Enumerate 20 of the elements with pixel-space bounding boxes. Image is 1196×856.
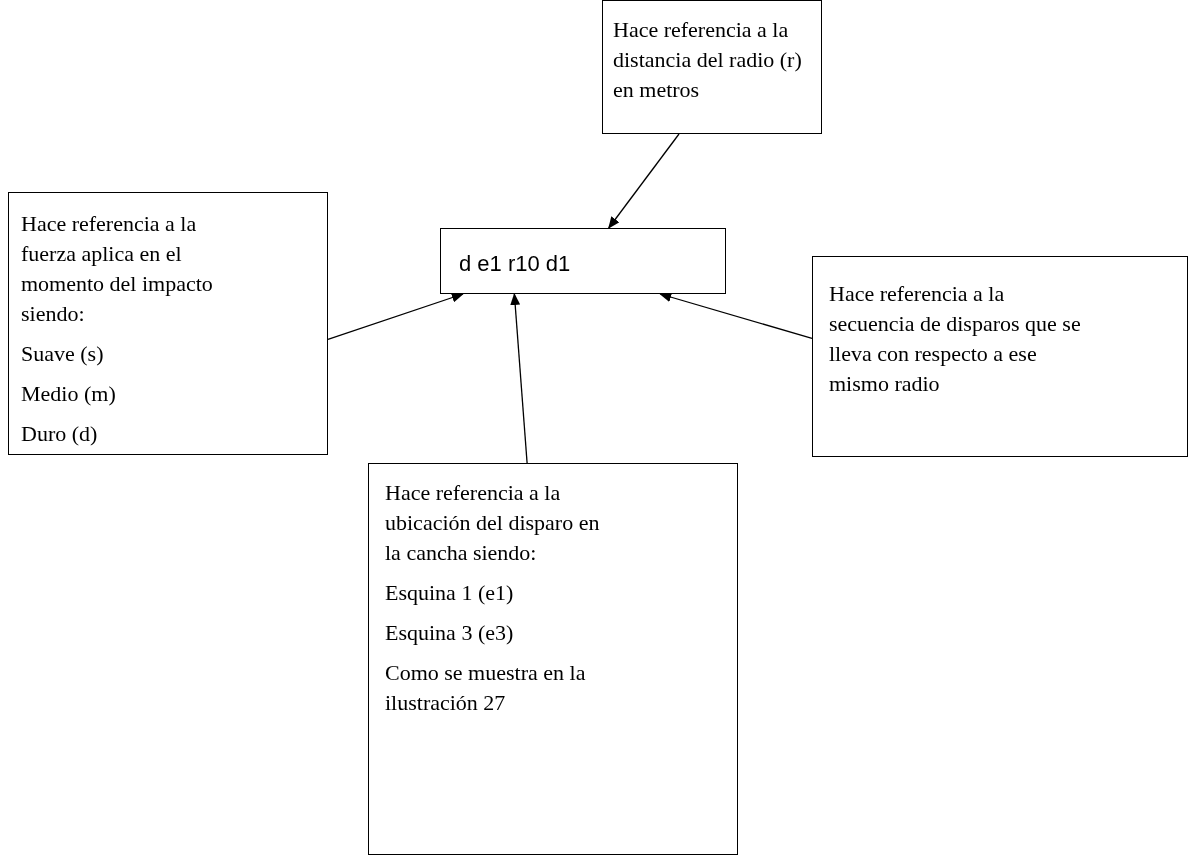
box-text: Como se muestra en la ilustración 27	[385, 659, 587, 717]
arrow	[510, 293, 528, 464]
text-box	[8, 192, 328, 455]
box-text: Suave (s)	[21, 340, 105, 368]
box-text: Esquina 1 (e1)	[385, 579, 515, 607]
text-box	[368, 463, 738, 855]
box-text: Medio (m)	[21, 380, 117, 408]
box-text: Hace referencia a la fuerza aplica en el momento del impacto siendo:	[21, 210, 214, 328]
box-text: Hace referencia a la ubicación del disparo en la cancha siendo:	[385, 479, 600, 567]
box-text: Hace referencia a la secuencia de disparos que se lleva con respecto a ese mismo radio	[829, 280, 1082, 398]
arrow	[659, 292, 813, 340]
box-text: Hace referencia a la distancia del radio (r) en metros	[613, 16, 803, 104]
box-text: d e1 r10 d1	[459, 251, 572, 277]
box-text: Esquina 3 (e3)	[385, 619, 515, 647]
arrow	[608, 133, 680, 229]
box-text: Duro (d)	[21, 420, 99, 448]
text-box	[812, 256, 1188, 457]
text-box	[440, 228, 726, 294]
arrow	[327, 292, 464, 340]
text-box	[602, 0, 822, 134]
